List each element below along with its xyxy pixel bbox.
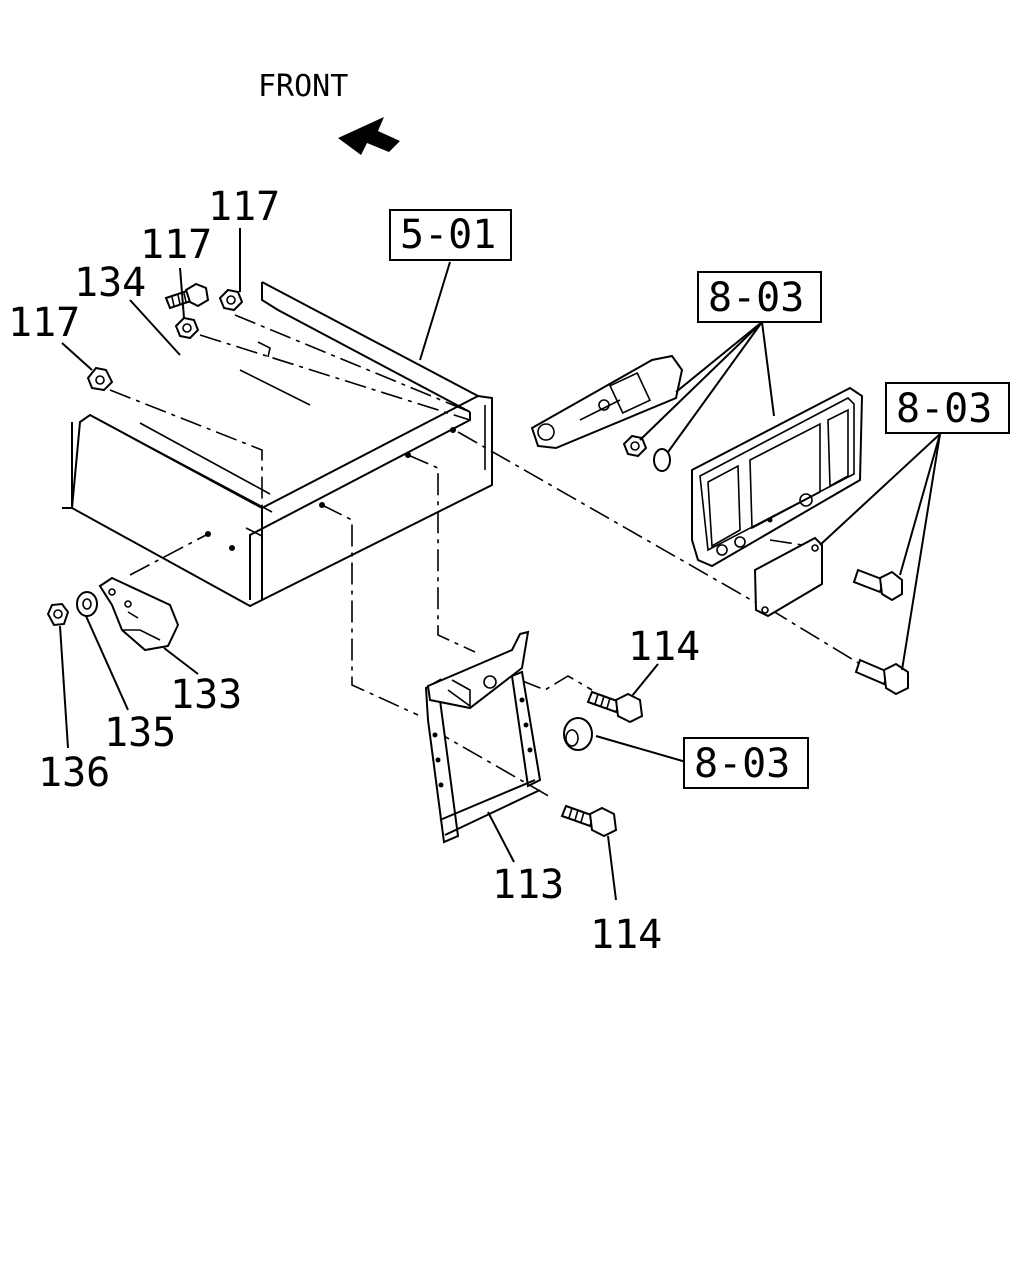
frame-rail <box>62 281 493 608</box>
grommet <box>563 717 593 751</box>
callout-134: 134 <box>74 260 146 306</box>
bolt-114-upper <box>586 690 644 724</box>
callout-114-lower: 114 <box>590 912 662 958</box>
callout-117-top: 117 <box>208 184 280 230</box>
rear-combination-lamp <box>691 386 864 568</box>
ref-8-03-grommet-label: 8-03 <box>694 741 790 787</box>
front-arrow-icon <box>338 117 400 155</box>
nut-117-mid <box>174 316 200 340</box>
callout-117-mid: 117 <box>140 222 212 268</box>
nut-136 <box>46 602 70 627</box>
bolt-right-upper <box>852 568 903 602</box>
ref-8-03-lamp-label: 8-03 <box>708 275 804 321</box>
nut-lamp <box>622 434 648 458</box>
callout-135: 135 <box>104 710 176 756</box>
callout-117-left: 117 <box>8 300 80 346</box>
nut-117-left <box>86 366 114 392</box>
callout-133: 133 <box>170 672 242 718</box>
leader-lines <box>59 228 941 901</box>
ref-8-03-grommet: 8-03 <box>683 737 809 789</box>
ref-5-01-label: 5-01 <box>400 212 496 258</box>
front-label: FRONT <box>258 69 348 104</box>
lamp-bracket <box>530 354 684 450</box>
tow-hook-133 <box>98 576 180 652</box>
ref-5-01: 5-01 <box>389 209 512 261</box>
bracket-113 <box>424 630 542 844</box>
ref-8-03-bolts: 8-03 <box>885 382 1010 434</box>
callout-114-upper: 114 <box>628 624 700 670</box>
nut-117-top <box>218 288 244 312</box>
bolt-114-lower <box>560 804 618 838</box>
callout-113: 113 <box>492 862 564 908</box>
ref-8-03-bolts-label: 8-03 <box>896 386 992 432</box>
washer-lamp <box>653 448 671 472</box>
washer-135 <box>76 591 98 617</box>
ref-8-03-lamp: 8-03 <box>697 271 822 323</box>
mounting-plate <box>753 536 823 618</box>
bolt-right-lower <box>854 658 909 696</box>
bolt-134 <box>164 282 210 310</box>
callout-136: 136 <box>38 750 110 796</box>
